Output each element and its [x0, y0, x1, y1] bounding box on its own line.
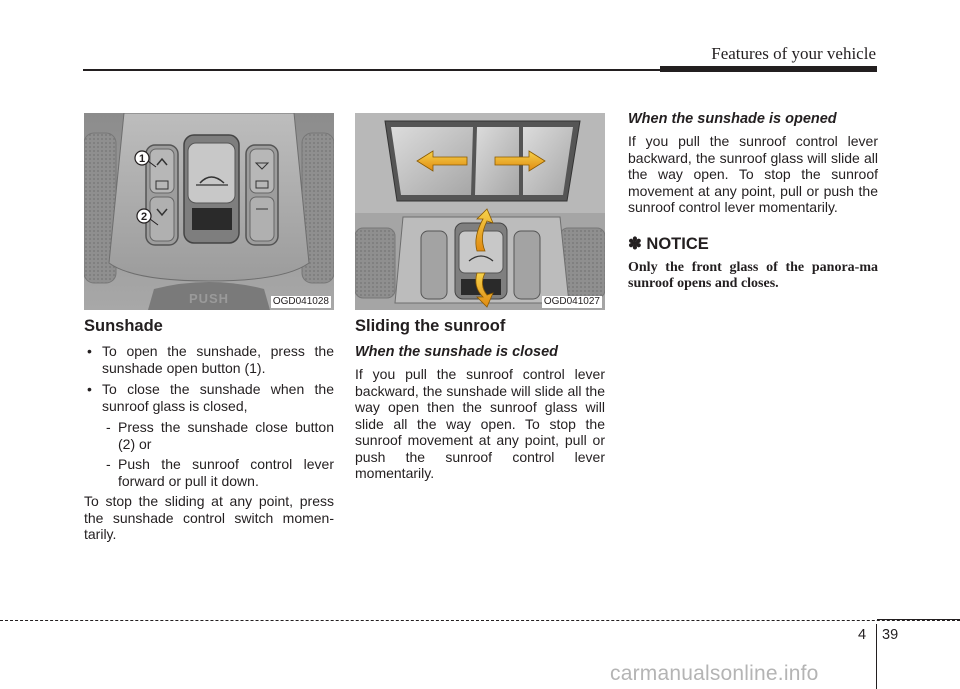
lever-up-arrow: [475, 208, 494, 252]
page-number-divider: [876, 624, 877, 689]
callout-2-marker: [136, 208, 152, 224]
notice-title: ✽ NOTICE: [628, 234, 709, 253]
push-label: PUSH: [189, 291, 229, 306]
paragraph-closed: If you pull the sunroof control lever ba…: [355, 366, 605, 481]
column-sliding-sunroof: Sliding the sunroof When the sunshade is…: [355, 316, 605, 486]
bullet-close: To close the sunshade when the sunroof g…: [84, 381, 334, 414]
watermark: carmanualsonline.info: [610, 662, 819, 685]
subheading-closed: When the sunshade is closed: [355, 344, 559, 360]
dash-close-button: Press the sunshade close button (2) or: [84, 419, 334, 452]
sliding-sunroof-illustration: [355, 113, 605, 310]
page-number: 39: [882, 627, 899, 643]
header-rule: [83, 69, 877, 71]
callout-1-label: 1: [139, 153, 145, 165]
footer-rule: [0, 620, 960, 621]
column-sunshade-opened: When the sunshade is opened If you pull …: [628, 110, 878, 292]
figure-sunshade-console: 1 2 PUSH OGD041028: [84, 113, 334, 310]
paragraph-opened: If you pull the sunroof control lever ba…: [628, 133, 878, 215]
sunshade-console-illustration: 1 2 PUSH: [84, 113, 334, 310]
slide-left-arrow: [416, 150, 468, 172]
footer-rule-accent: [877, 619, 960, 620]
callout-1-marker: [134, 150, 150, 166]
sunshade-steps: To open the sunshade, press the sunshade…: [84, 343, 334, 489]
callout-2-label: 2: [141, 211, 147, 223]
running-header: Features of your vehicle: [711, 44, 876, 63]
column-sunshade: Sunshade To open the sunshade, press the…: [84, 316, 334, 547]
subheading-opened: When the sunshade is opened: [628, 111, 837, 127]
paragraph-stop-sliding: To stop the sliding at any point, press …: [84, 493, 334, 542]
figure-code: OGD041028: [270, 296, 331, 308]
figure-code: OGD041027: [541, 296, 602, 308]
slide-right-arrow: [494, 150, 546, 172]
header-rule-accent: [660, 66, 877, 72]
lever-down-arrow: [475, 272, 494, 308]
chapter-number: 4: [858, 627, 867, 643]
notice-body: Only the front glass of the panora-ma su…: [628, 259, 878, 291]
section-heading-sliding: Sliding the sunroof: [355, 317, 506, 335]
bullet-open: To open the sunshade, press the sunshade…: [84, 343, 334, 376]
section-heading-sunshade: Sunshade: [84, 317, 163, 335]
figure-sliding-sunroof: OGD041027: [355, 113, 605, 310]
dash-control-lever: Push the sunroof control lever forward o…: [84, 456, 334, 489]
